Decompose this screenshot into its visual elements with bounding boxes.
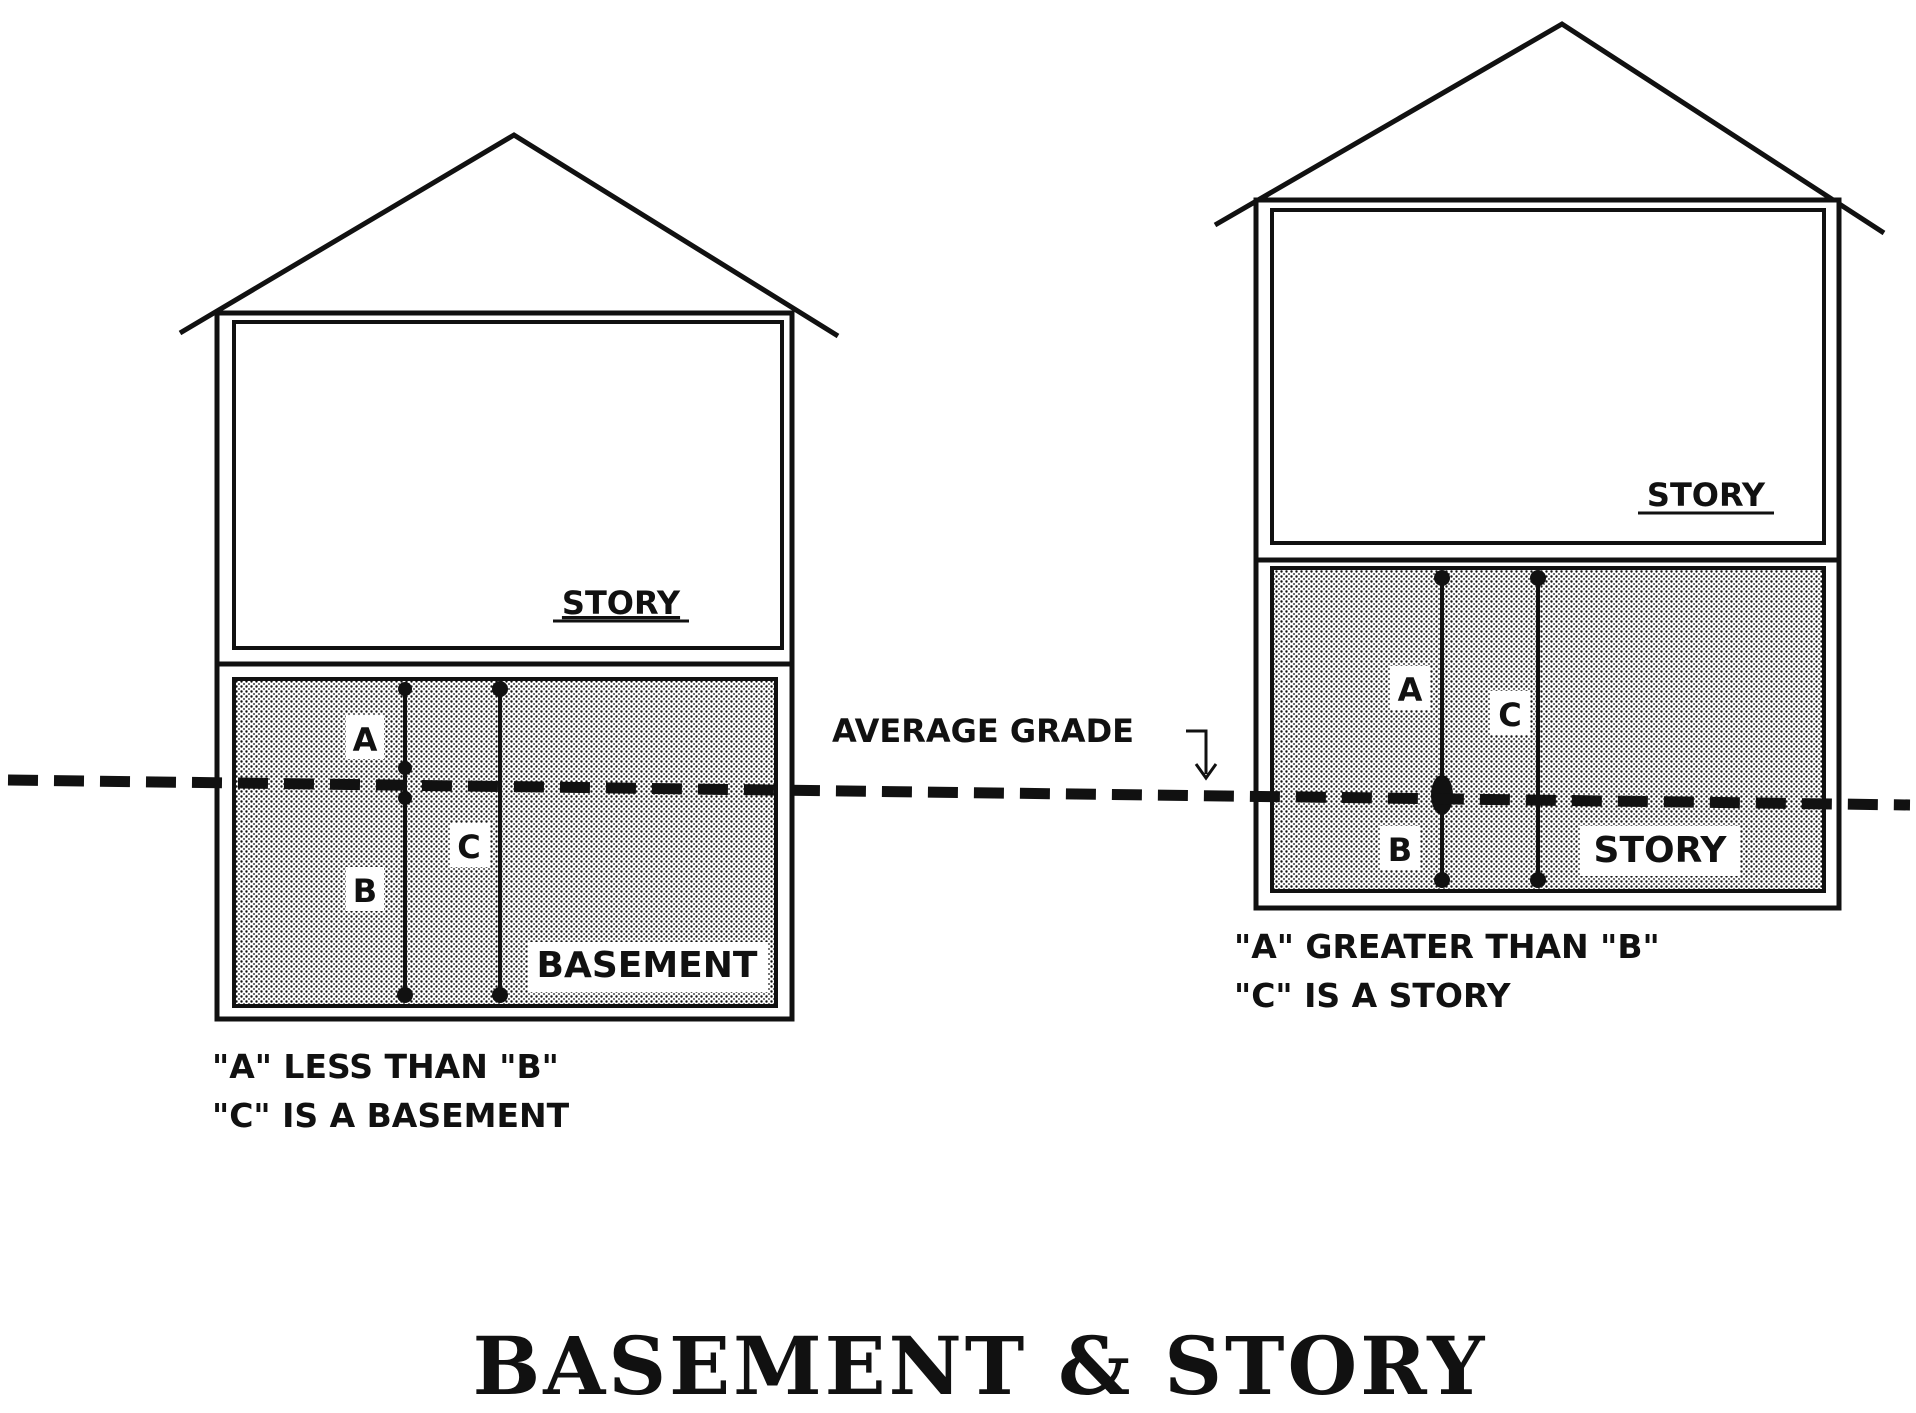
left-dim-b-bottom-dot [397,987,413,1003]
left-dim-c-label: C [457,828,480,866]
right-dim-c-top-dot [1530,570,1546,586]
left-dim-a-grade-dot [398,761,412,775]
right-dim-c-bottom-dot [1530,872,1546,888]
left-basement-label: BASEMENT [537,945,758,986]
average-grade-arrow [1186,729,1218,781]
left-caption-line2: "C" IS A BASEMENT [212,1096,570,1135]
right-dim-a-label: A [1398,671,1423,709]
right-caption-line2: "C" IS A STORY [1234,976,1512,1015]
left-dim-b-grade-dot [398,791,412,805]
right-dim-a-top-dot [1434,570,1450,586]
right-lower-story-room [1270,566,1826,893]
right-roof [1213,21,1886,236]
right-story-room [1270,208,1826,545]
right-story-label: STORY [1647,476,1766,514]
right-house: A B C STORY STORY "A" GREATER THAN "B" "… [1213,21,1886,1015]
right-dim-b-label: B [1388,831,1412,869]
left-roof [178,132,840,339]
left-story-label: STORY [562,584,681,622]
left-dim-c-bottom-dot [492,987,508,1003]
left-story-room [232,320,784,650]
left-dim-c-top-dot [492,681,508,697]
left-dim-a-top-dot [398,682,412,696]
average-grade-line [7,774,1911,811]
right-dim-c-label: C [1498,696,1521,734]
right-dim-b-bottom-dot [1434,872,1450,888]
left-dim-a-label: A [353,721,378,759]
left-caption-line1: "A" LESS THAN "B" [212,1047,559,1086]
right-caption-line1: "A" GREATER THAN "B" [1234,927,1660,966]
average-grade-label: AVERAGE GRADE [832,712,1134,750]
left-dim-b-label: B [353,872,377,910]
diagram-title: BASEMENT & STORY [473,1319,1488,1413]
left-house: A B C STORY BASEMENT "A" LESS THAN "B" "… [178,132,840,1135]
right-lower-story-label: STORY [1594,830,1728,871]
